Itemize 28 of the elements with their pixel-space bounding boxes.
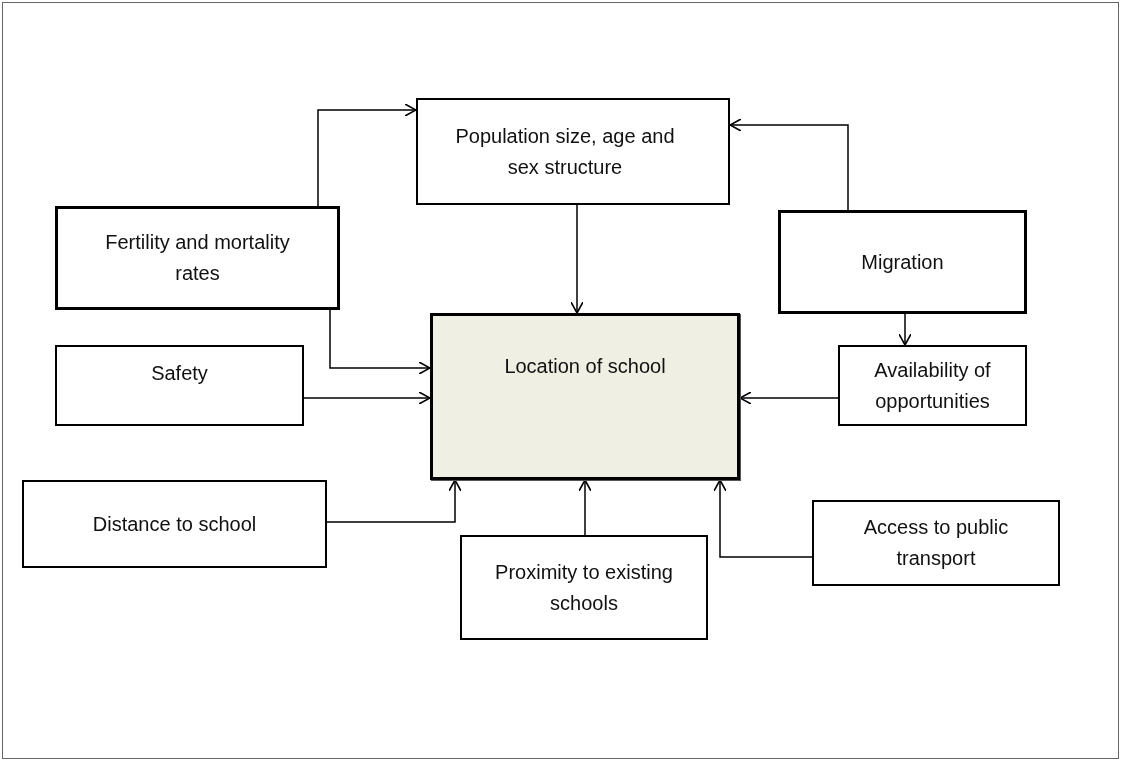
box-label: Access to public transport [862, 515, 1010, 571]
connector-arrow [713, 479, 813, 558]
connector-arrow [578, 479, 592, 536]
connector-arrow [317, 103, 417, 207]
factor-box [55, 206, 340, 310]
connector-arrow [303, 391, 431, 405]
factor-box [416, 98, 730, 205]
factor-box [460, 535, 708, 640]
box-label: Location of school [504, 354, 666, 379]
box-label: Fertility and mortality rates [104, 230, 291, 286]
factor-box [22, 480, 327, 568]
connector-arrow [326, 479, 462, 523]
box-label: Migration [861, 249, 944, 275]
connector-arrow [739, 391, 839, 405]
connector-arrow [729, 118, 849, 211]
connector-arrow [570, 204, 584, 314]
box-label: Availability of opportunities [873, 357, 992, 414]
box-label: Proximity to existing schools [494, 559, 674, 616]
factor-box [812, 500, 1060, 586]
factor-box [55, 345, 304, 426]
connector-arrow [898, 313, 912, 346]
factor-box [778, 210, 1027, 314]
box-label: Population size, age and sex structure [454, 123, 676, 180]
connector-arrow [329, 309, 431, 375]
box-label: Safety [151, 361, 208, 386]
box-label: Distance to school [92, 511, 257, 537]
factor-box [838, 345, 1027, 426]
central-box [430, 313, 740, 480]
